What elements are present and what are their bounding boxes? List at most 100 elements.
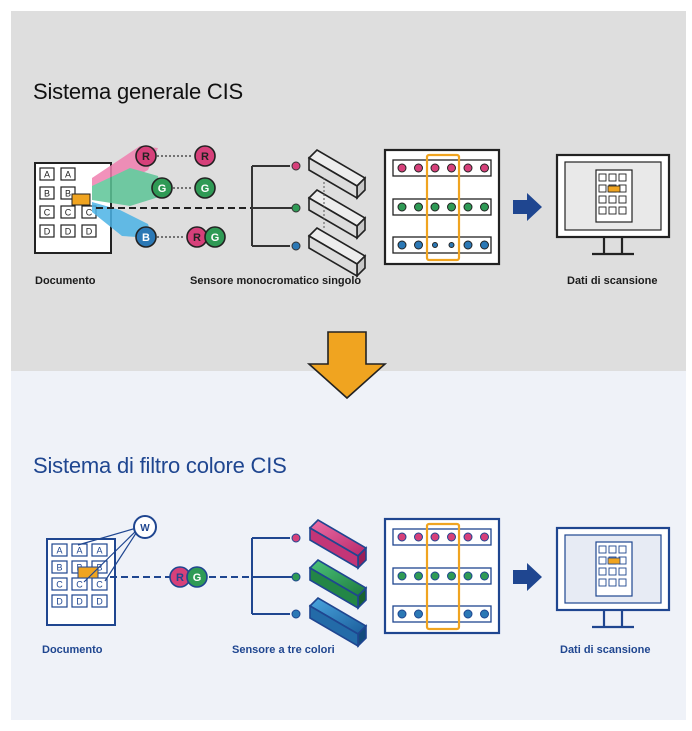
- pixel-dot: [463, 240, 473, 250]
- channel-g-label: G: [158, 183, 167, 195]
- pixel-dot: [414, 609, 423, 619]
- document-cell: A: [71, 543, 88, 557]
- document-cell: C: [91, 577, 108, 591]
- pixel-dot: [414, 202, 423, 212]
- document-cell: D: [39, 224, 55, 238]
- sensor-dot-b: [291, 241, 301, 251]
- monitor-cell: [598, 195, 607, 204]
- channel-b-label: B: [142, 232, 150, 244]
- svg-text:C: C: [86, 208, 93, 218]
- svg-text:G: G: [201, 183, 210, 195]
- scan-data-label: Dati di scansione: [567, 275, 658, 287]
- sensor-dot-r-bottom: [291, 533, 301, 543]
- pixel-dot: [397, 571, 407, 581]
- svg-text:C: C: [96, 580, 103, 590]
- monitor-cell: [598, 184, 607, 193]
- white-light-label: W: [140, 523, 150, 534]
- svg-text:D: D: [96, 597, 103, 607]
- document-label-bottom: Documento: [42, 644, 103, 656]
- channel-circle-rg-bottom: R G: [169, 566, 208, 588]
- channel-circle-r-right: R: [194, 145, 216, 167]
- pixel-dot: [480, 202, 489, 212]
- pixel-dot: [447, 163, 456, 173]
- pixel-dot: [447, 532, 456, 542]
- svg-text:B: B: [56, 563, 62, 573]
- svg-text:R: R: [193, 232, 201, 244]
- monitor-cell: [608, 578, 617, 587]
- document-cell: D: [51, 594, 68, 608]
- document-bottom: AAABBBCCCDDD: [46, 538, 116, 626]
- svg-text:D: D: [76, 597, 83, 607]
- document-cell: D: [91, 594, 108, 608]
- pixel-dot: [463, 163, 473, 173]
- channel-circle-b-left: B: [135, 226, 157, 248]
- pixel-dot: [397, 163, 407, 173]
- document-label: Documento: [35, 275, 96, 287]
- pixel-dot: [397, 609, 407, 619]
- monitor-cell: [608, 567, 617, 576]
- document-cell: C: [51, 577, 68, 591]
- document-cell: C: [39, 205, 55, 219]
- svg-text:C: C: [44, 208, 51, 218]
- svg-text:G: G: [211, 232, 220, 244]
- document-cell: A: [39, 167, 55, 181]
- pixel-dot: [463, 532, 473, 542]
- document-cell: B: [39, 186, 55, 200]
- svg-text:D: D: [86, 227, 93, 237]
- monitor-cell: [618, 173, 627, 182]
- monitor-cell: [598, 206, 607, 215]
- pixel-board-top: [383, 148, 501, 266]
- sensor-bracket-top: [251, 165, 300, 247]
- monitor-cell: [598, 173, 607, 182]
- svg-text:A: A: [76, 546, 82, 556]
- document-cell: A: [51, 543, 68, 557]
- document-cell: B: [51, 560, 68, 574]
- monitor-cell: [598, 578, 607, 587]
- monitor-cell: [608, 195, 617, 204]
- monitor-cell: [618, 545, 627, 554]
- svg-text:D: D: [44, 227, 51, 237]
- document-cell: D: [71, 594, 88, 608]
- svg-text:C: C: [56, 580, 63, 590]
- monitor-cell: [618, 578, 627, 587]
- svg-text:C: C: [65, 208, 72, 218]
- pixel-dot: [430, 571, 440, 581]
- monitor-cell: [618, 567, 627, 576]
- pixel-dot: [430, 163, 440, 173]
- pixel-dot: [447, 202, 456, 212]
- pixel-dot: [480, 532, 489, 542]
- sensor-dot-g: [291, 203, 301, 213]
- pixel-dot: [414, 163, 423, 173]
- document-cell: A: [91, 543, 108, 557]
- channel-r-label: R: [142, 151, 150, 163]
- svg-text:A: A: [96, 546, 102, 556]
- monitor-cell: [598, 545, 607, 554]
- dotted-connectors-top: [157, 155, 193, 238]
- svg-text:A: A: [65, 170, 71, 180]
- channel-circle-rg-right: R G: [186, 226, 226, 248]
- tricolor-sensor-label: Sensore a tre colori: [232, 644, 335, 656]
- monitor-cell: [608, 545, 617, 554]
- color-filter-cis-title: Sistema di filtro colore CIS: [33, 453, 287, 478]
- svg-text:C: C: [76, 580, 83, 590]
- pixel-dot: [432, 242, 438, 248]
- pixel-dot: [397, 532, 407, 542]
- sensor-bracket-bottom: [251, 537, 290, 615]
- svg-text:A: A: [44, 170, 50, 180]
- document-cell: C: [71, 577, 88, 591]
- svg-text:R: R: [201, 151, 209, 163]
- pixel-dot: [397, 202, 407, 212]
- mono-sensor-label: Sensore monocromatico singolo: [190, 275, 362, 287]
- svg-text:B: B: [44, 189, 50, 199]
- general-cis-title: Sistema generale CIS: [33, 79, 243, 104]
- svg-text:R: R: [176, 572, 184, 584]
- pixel-dot: [463, 609, 473, 619]
- svg-text:D: D: [65, 227, 72, 237]
- channel-circle-g-left: G: [151, 177, 173, 199]
- pixel-dot: [414, 571, 423, 581]
- pixel-dot: [430, 532, 440, 542]
- monitor-icon: [555, 153, 671, 256]
- pixel-dot: [414, 240, 423, 250]
- monitor-cell: [598, 556, 607, 565]
- monitor-cell: [598, 567, 607, 576]
